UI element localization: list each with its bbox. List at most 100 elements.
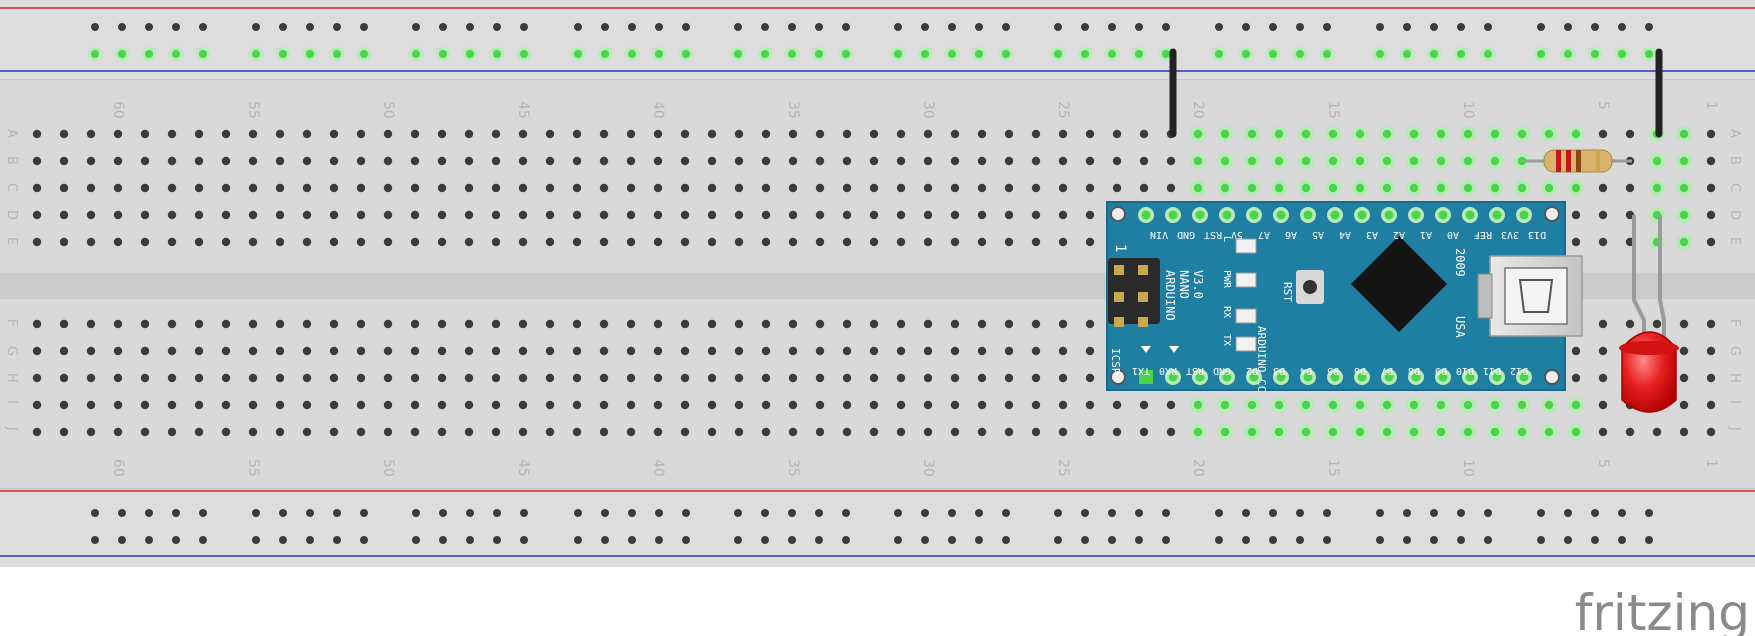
nano-pin[interactable]	[1357, 210, 1367, 220]
breadboard-hole[interactable]	[1301, 129, 1311, 139]
breadboard-hole[interactable]	[275, 427, 285, 437]
breadboard-hole[interactable]	[356, 129, 366, 139]
breadboard-hole[interactable]	[653, 373, 663, 383]
rail-hole[interactable]	[1591, 23, 1599, 31]
breadboard-hole[interactable]	[896, 237, 906, 247]
breadboard-hole[interactable]	[356, 319, 366, 329]
breadboard-hole[interactable]	[1193, 156, 1203, 166]
breadboard-hole[interactable]	[734, 373, 744, 383]
nano-pin[interactable]	[1249, 210, 1259, 220]
rail-hole[interactable]	[1162, 23, 1170, 31]
breadboard-hole[interactable]	[59, 183, 69, 193]
breadboard-hole[interactable]	[788, 400, 798, 410]
breadboard-hole[interactable]	[1301, 183, 1311, 193]
breadboard-hole[interactable]	[113, 427, 123, 437]
nano-pin[interactable]	[1465, 372, 1475, 382]
nano-pin[interactable]	[1330, 210, 1340, 220]
rail-hole[interactable]	[1591, 50, 1599, 58]
breadboard-hole[interactable]	[491, 210, 501, 220]
breadboard-hole[interactable]	[896, 400, 906, 410]
rail-hole[interactable]	[466, 536, 474, 544]
rail-hole[interactable]	[145, 536, 153, 544]
breadboard-hole[interactable]	[761, 400, 771, 410]
breadboard-hole[interactable]	[437, 400, 447, 410]
rail-hole[interactable]	[1162, 509, 1170, 517]
breadboard-hole[interactable]	[788, 373, 798, 383]
breadboard-hole[interactable]	[1679, 156, 1689, 166]
rail-hole[interactable]	[1564, 23, 1572, 31]
breadboard-hole[interactable]	[383, 400, 393, 410]
breadboard-hole[interactable]	[383, 319, 393, 329]
rail-hole[interactable]	[1537, 509, 1545, 517]
breadboard-hole[interactable]	[86, 210, 96, 220]
rail-hole[interactable]	[252, 509, 260, 517]
rail-hole[interactable]	[628, 23, 636, 31]
breadboard-hole[interactable]	[896, 183, 906, 193]
breadboard-hole[interactable]	[1031, 319, 1041, 329]
breadboard-hole[interactable]	[491, 319, 501, 329]
breadboard-hole[interactable]	[59, 373, 69, 383]
rail-hole[interactable]	[1215, 23, 1223, 31]
breadboard-hole[interactable]	[653, 319, 663, 329]
breadboard-hole[interactable]	[32, 373, 42, 383]
breadboard-hole[interactable]	[1004, 183, 1014, 193]
breadboard-hole[interactable]	[1409, 183, 1419, 193]
breadboard-hole[interactable]	[842, 319, 852, 329]
breadboard-hole[interactable]	[491, 129, 501, 139]
breadboard-hole[interactable]	[815, 373, 825, 383]
rail-hole[interactable]	[1457, 23, 1465, 31]
breadboard-hole[interactable]	[1058, 373, 1068, 383]
breadboard-hole[interactable]	[113, 156, 123, 166]
breadboard-hole[interactable]	[113, 373, 123, 383]
breadboard-hole[interactable]	[491, 346, 501, 356]
breadboard-hole[interactable]	[707, 237, 717, 247]
nano-pin[interactable]	[1195, 210, 1205, 220]
rail-hole[interactable]	[1484, 509, 1492, 517]
breadboard-hole[interactable]	[1004, 373, 1014, 383]
breadboard-hole[interactable]	[1355, 129, 1365, 139]
breadboard-hole[interactable]	[626, 210, 636, 220]
breadboard-hole[interactable]	[1031, 156, 1041, 166]
breadboard-hole[interactable]	[437, 129, 447, 139]
rail-hole[interactable]	[815, 536, 823, 544]
breadboard-hole[interactable]	[680, 427, 690, 437]
breadboard-hole[interactable]	[1112, 156, 1122, 166]
breadboard-hole[interactable]	[626, 129, 636, 139]
rail-hole[interactable]	[682, 509, 690, 517]
breadboard-hole[interactable]	[896, 156, 906, 166]
rail-hole[interactable]	[1403, 50, 1411, 58]
breadboard-hole[interactable]	[869, 319, 879, 329]
breadboard-hole[interactable]	[626, 156, 636, 166]
breadboard-hole[interactable]	[1085, 129, 1095, 139]
breadboard-hole[interactable]	[950, 319, 960, 329]
breadboard-hole[interactable]	[167, 129, 177, 139]
breadboard-hole[interactable]	[707, 319, 717, 329]
breadboard-hole[interactable]	[734, 129, 744, 139]
breadboard-hole[interactable]	[59, 400, 69, 410]
rail-hole[interactable]	[360, 536, 368, 544]
rail-hole[interactable]	[493, 23, 501, 31]
rail-hole[interactable]	[466, 50, 474, 58]
breadboard-hole[interactable]	[1382, 156, 1392, 166]
breadboard-hole[interactable]	[1706, 237, 1716, 247]
breadboard-hole[interactable]	[1355, 183, 1365, 193]
rail-hole[interactable]	[574, 536, 582, 544]
breadboard-hole[interactable]	[761, 183, 771, 193]
breadboard-hole[interactable]	[1085, 400, 1095, 410]
breadboard-hole[interactable]	[302, 156, 312, 166]
rail-hole[interactable]	[948, 50, 956, 58]
breadboard-hole[interactable]	[275, 400, 285, 410]
breadboard-hole[interactable]	[1274, 156, 1284, 166]
breadboard-hole[interactable]	[1004, 237, 1014, 247]
breadboard-hole[interactable]	[248, 427, 258, 437]
usb-port[interactable]	[1504, 267, 1568, 325]
breadboard-hole[interactable]	[221, 129, 231, 139]
rail-hole[interactable]	[279, 536, 287, 544]
breadboard-hole[interactable]	[1220, 183, 1230, 193]
breadboard-hole[interactable]	[1355, 427, 1365, 437]
breadboard-hole[interactable]	[707, 400, 717, 410]
breadboard-hole[interactable]	[1328, 400, 1338, 410]
breadboard-hole[interactable]	[1490, 129, 1500, 139]
rail-hole[interactable]	[1403, 536, 1411, 544]
breadboard-hole[interactable]	[599, 346, 609, 356]
